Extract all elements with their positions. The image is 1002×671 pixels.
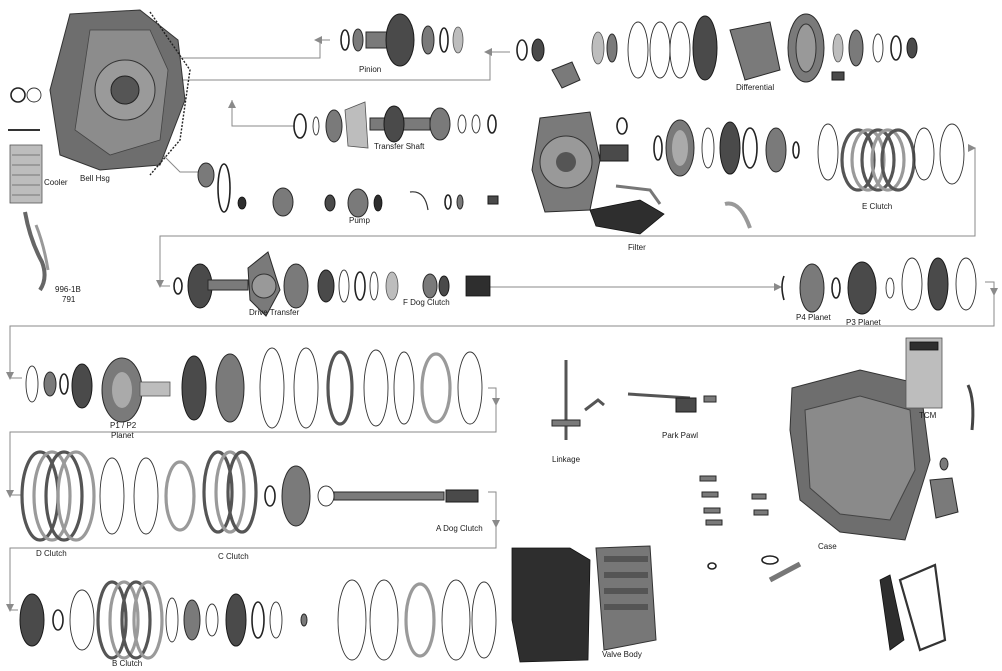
label-transfer-shaft: Transfer Shaft [374, 142, 425, 151]
label-tcm: TCM [919, 411, 937, 420]
label-pinion: Pinion [359, 65, 381, 74]
label-cooler: Cooler [44, 178, 68, 187]
transfer-shaft-illustration [293, 101, 497, 149]
label-part-791: 791 [62, 295, 76, 304]
label-p4-planet: P4 Planet [796, 313, 831, 322]
cooler-illustration [8, 87, 50, 292]
p1p2-planet-row-illustration [25, 347, 483, 429]
planets-p3-p4-illustration [781, 257, 977, 315]
arrow-head [990, 288, 998, 296]
arrow-head [968, 144, 976, 152]
e-clutch-illustration [653, 119, 965, 192]
label-park-pawl: Park Pawl [662, 431, 698, 440]
linkage-park-pawl-illustration [551, 360, 717, 440]
arrow-head [6, 372, 14, 380]
label-d-clutch: D Clutch [36, 549, 67, 558]
flow-line-row3 [9, 281, 995, 379]
label-filter: Filter [628, 243, 646, 252]
arrow-head [484, 48, 492, 56]
label-part-996: 996-1B [55, 285, 81, 294]
label-p3-planet: P3 Planet [846, 318, 881, 327]
label-b-clutch: B Clutch [112, 659, 142, 668]
flow-line-row5 [9, 491, 497, 611]
b-clutch-row-illustration [19, 579, 497, 661]
label-e-clutch: E Clutch [862, 202, 892, 211]
label-p1p2-line1: P1 / P2 [110, 421, 137, 430]
label-bell-hsg: Bell Hsg [80, 174, 110, 183]
arrow-head [6, 604, 14, 612]
flow-line-hsg-pinion [152, 39, 330, 59]
pinion-illustration [340, 13, 464, 67]
springs-illustration [699, 475, 769, 570]
label-linkage: Linkage [552, 455, 581, 464]
arrow-head [228, 100, 236, 108]
label-pump: Pump [349, 216, 370, 225]
flow-line-transfer-shaft [231, 100, 295, 127]
label-a-dog-clutch: A Dog Clutch [436, 524, 483, 533]
label-differential: Differential [736, 83, 774, 92]
arrow-head [314, 36, 322, 44]
drive-transfer-illustration [173, 251, 491, 317]
arrow-head [492, 520, 500, 528]
case-cover-illustration [531, 111, 752, 235]
label-valve-body: Valve Body [602, 650, 642, 659]
arrow-head [492, 398, 500, 406]
label-p1p2-line2: Planet [111, 431, 134, 440]
flow-line-row4 [9, 387, 497, 496]
label-f-dog-clutch: F Dog Clutch [403, 298, 450, 307]
flow-lines [6, 36, 998, 612]
flow-line-hsg-differential [160, 51, 510, 81]
d-c-clutch-row-illustration [20, 450, 479, 542]
arrow-head [774, 283, 782, 291]
pump-illustration [197, 162, 499, 218]
label-drive-transfer: Drive Transfer [249, 308, 300, 317]
differential-illustration [516, 13, 918, 89]
label-c-clutch: C Clutch [218, 552, 249, 561]
case-tcm-illustration [761, 337, 975, 652]
bell-housing-illustration [49, 9, 191, 176]
arrow-head [6, 490, 14, 498]
valve-body-illustration [511, 545, 657, 663]
label-case: Case [818, 542, 837, 551]
arrow-head [156, 280, 164, 288]
